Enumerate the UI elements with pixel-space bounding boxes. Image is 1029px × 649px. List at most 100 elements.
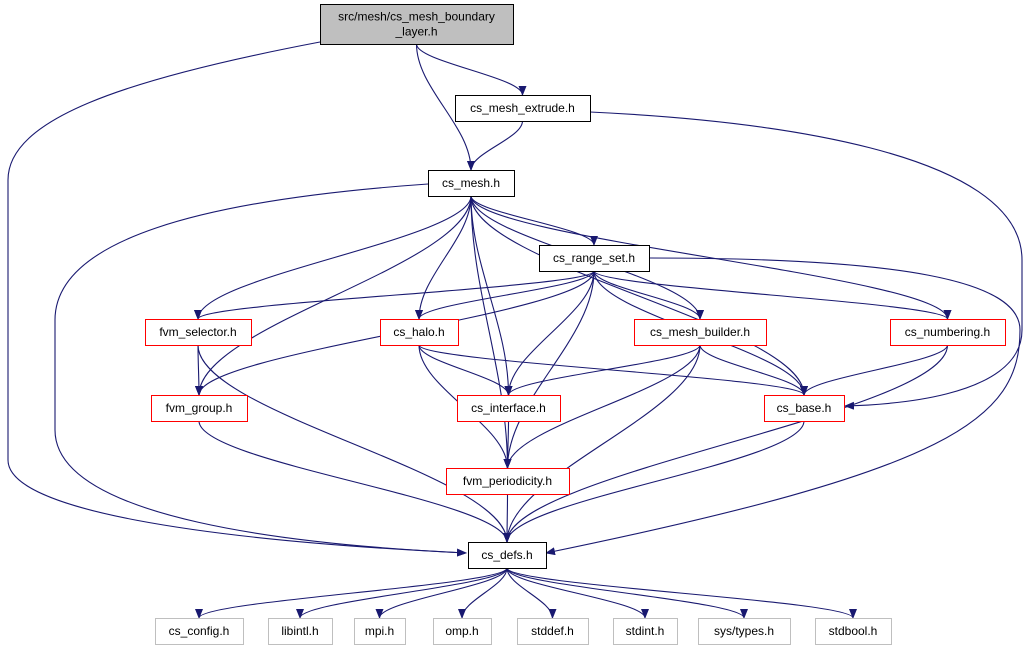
node-box	[539, 245, 650, 272]
edge-cs-defs-to-cs-config	[195, 567, 508, 619]
node-cs-mesh-builder[interactable]: cs_mesh_builder.h	[634, 319, 767, 346]
node-box	[698, 618, 791, 645]
node-label: cs_range_set.h	[553, 251, 635, 265]
edge-cs-mesh-builder-to-cs-defs	[503, 344, 701, 543]
edge-cs-range-set-to-cs-defs	[545, 257, 1021, 556]
node-mpi: mpi.h	[354, 618, 406, 645]
node-stddef: stddef.h	[517, 618, 589, 645]
edge-cs-mesh-extrude-to-cs-mesh	[467, 120, 524, 171]
edge-cs-defs-to-mpi	[375, 567, 508, 619]
node-label: cs_mesh_extrude.h	[470, 101, 575, 115]
edge-cs-base-to-cs-defs	[503, 420, 805, 543]
node-cs-range-set[interactable]: cs_range_set.h	[539, 245, 650, 272]
node-cs-halo[interactable]: cs_halo.h	[380, 319, 459, 346]
node-cs-numbering[interactable]: cs_numbering.h	[890, 319, 1006, 346]
node-label: cs_mesh.h	[442, 176, 500, 190]
edge-cs-mesh-builder-to-cs-interface	[504, 344, 701, 396]
edge-cs-defs-to-stdint	[506, 567, 649, 619]
edge-cs-mesh-to-cs-range-set	[470, 195, 598, 246]
node-label: stdint.h	[626, 624, 665, 638]
node-box	[455, 95, 591, 122]
node-label: fvm_periodicity.h	[463, 474, 552, 488]
node-box	[380, 319, 459, 346]
node-label: cs_numbering.h	[905, 325, 990, 339]
node-label: cs_defs.h	[481, 548, 532, 562]
node-box	[268, 618, 333, 645]
edge-cs-range-set-to-fvm-selector	[194, 270, 595, 320]
node-sys-types: sys/types.h	[698, 618, 791, 645]
node-box	[457, 395, 561, 422]
edge-cs-range-set-to-fvm-periodicity	[503, 270, 595, 469]
edge-fvm-group-to-cs-defs	[198, 420, 511, 543]
edge-cs-range-set-to-cs-mesh-builder	[593, 270, 704, 320]
edge-cs-defs-to-stddef	[506, 567, 557, 619]
node-label: sys/types.h	[714, 624, 774, 638]
edge-root-to-cs-defs	[7, 41, 467, 557]
node-box	[764, 395, 845, 422]
node-label: src/mesh/cs_mesh_boundary	[338, 10, 495, 24]
node-box	[320, 4, 514, 45]
node-box	[634, 319, 767, 346]
node-cs-mesh[interactable]: cs_mesh.h	[428, 170, 515, 197]
node-libintl: libintl.h	[268, 618, 333, 645]
edge-cs-numbering-to-cs-defs	[503, 344, 949, 543]
edge-root-to-cs-mesh-extrude	[415, 43, 527, 96]
edge-cs-mesh-to-fvm-group	[195, 195, 472, 396]
edge-cs-defs-to-stdbool	[506, 567, 857, 619]
node-stdint: stdint.h	[613, 618, 678, 645]
node-cs-base[interactable]: cs_base.h	[764, 395, 845, 422]
node-label: cs_base.h	[777, 401, 832, 415]
node-box	[446, 468, 570, 495]
node-label: fvm_group.h	[166, 401, 233, 415]
node-omp: omp.h	[433, 618, 492, 645]
node-cs-config: cs_config.h	[155, 618, 244, 645]
edge-cs-mesh-extrude-to-cs-base	[589, 111, 1023, 410]
node-root[interactable]: src/mesh/cs_mesh_boundary_layer.h	[320, 4, 514, 45]
node-box	[815, 618, 892, 645]
edge-cs-mesh-to-cs-numbering	[470, 195, 952, 320]
node-box	[468, 542, 547, 569]
edge-root-to-cs-mesh	[415, 43, 475, 171]
node-label: _layer.h	[394, 25, 437, 39]
edge-cs-mesh-to-fvm-periodicity	[470, 195, 512, 469]
node-label: libintl.h	[281, 624, 318, 638]
node-label: cs_config.h	[169, 624, 230, 638]
node-box	[145, 319, 252, 346]
edge-cs-mesh-to-cs-interface	[470, 195, 513, 396]
node-label: cs_interface.h	[471, 401, 546, 415]
node-cs-interface[interactable]: cs_interface.h	[457, 395, 561, 422]
node-cs-defs[interactable]: cs_defs.h	[468, 542, 547, 569]
edge-cs-mesh-to-cs-base	[470, 195, 808, 396]
node-label: stddef.h	[531, 624, 574, 638]
edge-cs-mesh-builder-to-cs-base	[699, 344, 808, 396]
edge-cs-halo-to-cs-interface	[418, 344, 513, 396]
edge-cs-mesh-to-cs-defs	[54, 183, 467, 557]
node-label: stdbool.h	[829, 624, 878, 638]
edge-cs-range-set-to-cs-numbering	[593, 270, 952, 320]
edge-cs-defs-to-libintl	[296, 567, 508, 619]
node-fvm-selector[interactable]: fvm_selector.h	[145, 319, 252, 346]
node-box	[155, 618, 244, 645]
edge-cs-defs-to-sys-types	[506, 567, 748, 619]
edge-cs-defs-to-omp	[458, 567, 508, 619]
node-box	[428, 170, 515, 197]
node-box	[433, 618, 492, 645]
edge-cs-mesh-builder-to-fvm-periodicity	[503, 344, 701, 469]
edges-layer	[7, 41, 1023, 619]
edge-fvm-periodicity-to-cs-defs	[503, 493, 512, 543]
node-label: mpi.h	[365, 624, 394, 638]
nodes-layer: src/mesh/cs_mesh_boundary_layer.h cs_mesh…	[145, 4, 1006, 645]
node-box	[890, 319, 1006, 346]
edge-cs-halo-to-cs-base	[418, 344, 808, 396]
node-label: fvm_selector.h	[159, 325, 236, 339]
node-cs-mesh-extrude[interactable]: cs_mesh_extrude.h	[455, 95, 591, 122]
node-label: cs_halo.h	[393, 325, 444, 339]
edge-cs-mesh-to-cs-halo	[415, 195, 472, 320]
node-fvm-group[interactable]: fvm_group.h	[151, 395, 248, 422]
node-stdbool: stdbool.h	[815, 618, 892, 645]
node-label: cs_mesh_builder.h	[650, 325, 750, 339]
node-fvm-periodicity[interactable]: fvm_periodicity.h	[446, 468, 570, 495]
edge-fvm-selector-to-cs-defs	[197, 344, 511, 543]
node-box	[151, 395, 248, 422]
